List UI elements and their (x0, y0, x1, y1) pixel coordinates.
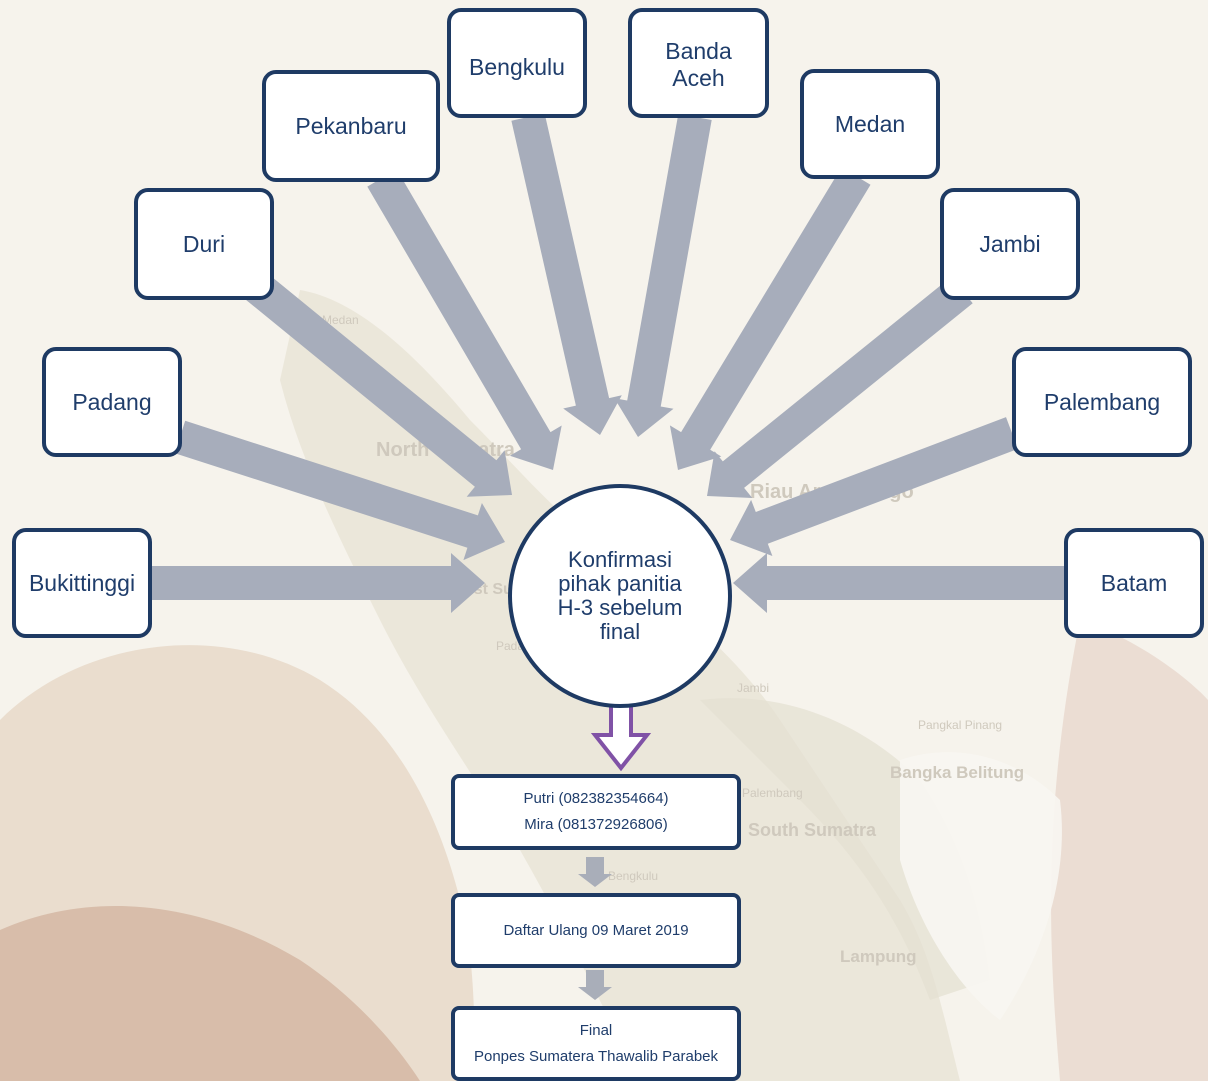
photo-right-area (1051, 620, 1208, 1081)
city-box-batam: Batam (1064, 528, 1204, 638)
city-label: Medan (834, 110, 906, 137)
city-box-banda-aceh: Banda Aceh (628, 8, 769, 118)
registration-box: Daftar Ulang 09 Maret 2019 (451, 893, 741, 968)
map-label-jambi: Jambi (737, 681, 769, 695)
city-box-palembang: Palembang (1012, 347, 1192, 457)
spoke-arrow-pekanbaru (367, 169, 562, 470)
city-box-pekanbaru: Pekanbaru (262, 70, 440, 182)
map-label-palembang: Palembang (742, 786, 803, 800)
map-label-south-sumatra: South Sumatra (748, 820, 877, 840)
map-label-bangka-belitung: Bangka Belitung (890, 763, 1024, 782)
final-title: Final (579, 1021, 613, 1039)
final-box: Final Ponpes Sumatera Thawalib Parabek (451, 1006, 741, 1081)
map-label-pangkal-pinang: Pangkal Pinang (918, 718, 1002, 732)
hub-circle: Konfirmasi pihak panitia H-3 sebelum fin… (508, 484, 732, 708)
spoke-arrow-batam (733, 553, 1064, 613)
city-label: Jambi (979, 230, 1041, 257)
small-arrow-to-registration (578, 857, 612, 887)
city-label: Banda Aceh (665, 38, 732, 91)
contact-putri: Putri (082382354664) (523, 790, 669, 807)
photo-shirt-area (0, 906, 420, 1081)
city-box-bengkulu: Bengkulu (447, 8, 587, 118)
city-label: Bukittinggi (28, 569, 136, 596)
city-label: Pekanbaru (295, 112, 407, 139)
spoke-arrow-bukittinggi (152, 553, 485, 613)
spoke-arrow-padang (174, 420, 506, 561)
map-label-bengkulu: Bengkulu (608, 869, 658, 883)
city-box-bukittinggi: Bukittinggi (12, 528, 152, 638)
spoke-arrow-palembang (730, 417, 1018, 556)
city-box-jambi: Jambi (940, 188, 1080, 300)
city-box-medan: Medan (800, 69, 940, 179)
map-region-east (700, 698, 990, 1000)
registration-label: Daftar Ulang 09 Maret 2019 (503, 921, 689, 939)
spoke-arrow-jambi (707, 276, 973, 498)
city-box-padang: Padang (42, 347, 182, 457)
contacts-box: Putri (082382354664) Mira (081372926806) (451, 774, 741, 850)
city-label: Padang (72, 388, 152, 415)
photo-paper-area (900, 752, 1062, 1020)
city-label: Batam (1100, 569, 1168, 596)
final-venue: Ponpes Sumatera Thawalib Parabek (473, 1047, 719, 1065)
spoke-arrow-bengkulu (511, 113, 622, 435)
spoke-arrow-banda-aceh (614, 114, 712, 437)
map-label-medan: Medan (322, 313, 359, 327)
city-label: Palembang (1043, 388, 1161, 415)
city-label: Bengkulu (469, 54, 565, 80)
spoke-arrows (152, 113, 1064, 613)
spoke-arrow-medan (669, 167, 871, 470)
map-label-lampung: Lampung (840, 947, 917, 966)
contact-mira: Mira (081372926806) (524, 816, 668, 833)
hub-label: Konfirmasi pihak panitia H-3 sebelum fin… (557, 547, 683, 644)
spoke-arrow-duri (245, 272, 512, 497)
small-arrow-to-final (578, 970, 612, 1000)
city-box-duri: Duri (134, 188, 274, 300)
city-label: Duri (182, 230, 226, 257)
